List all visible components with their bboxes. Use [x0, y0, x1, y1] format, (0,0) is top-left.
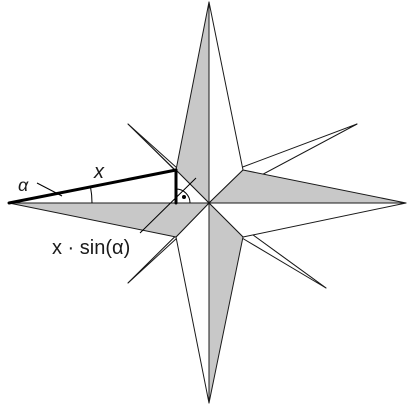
x-label: x	[93, 161, 105, 183]
north-point-grey	[175, 1, 210, 204]
south-point-grey	[208, 202, 244, 404]
west-point-grey	[8, 202, 210, 238]
north-point-white	[208, 1, 244, 204]
right-angle-dot	[182, 195, 186, 199]
alpha-angle-arc	[90, 186, 93, 204]
formula-leader-line	[139, 177, 197, 234]
south-point-white	[175, 202, 210, 404]
main-star	[8, 1, 407, 404]
segment-x-line	[7, 168, 178, 205]
alpha-leader-line	[36, 182, 63, 197]
right-angle-arc	[175, 188, 191, 204]
formula-label: x · sin(α)	[52, 237, 130, 259]
east-point-grey	[208, 169, 407, 204]
alpha-label: α	[18, 175, 29, 195]
